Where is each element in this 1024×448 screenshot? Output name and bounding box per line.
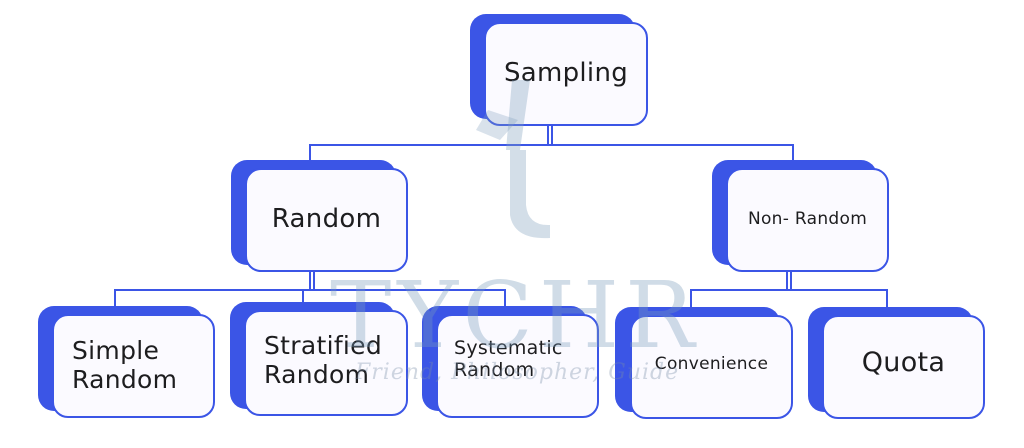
connector-to-stratified-random: [302, 289, 304, 309]
node-label: Simple Random: [72, 336, 178, 394]
connector-root-stem: [547, 124, 553, 146]
node-box: Quota: [822, 315, 985, 419]
connector-non-random-stem: [786, 270, 792, 290]
node-box: Convenience: [630, 315, 793, 419]
node-box: Sampling: [484, 22, 648, 126]
connector-to-simple-random: [114, 289, 116, 315]
connector-level1-horizontal: [309, 144, 794, 146]
node-label: Systematic Random: [454, 337, 563, 381]
node-label: Quota: [861, 347, 946, 378]
connector-non-random-horizontal: [690, 289, 888, 291]
connector-to-systematic-random: [504, 289, 506, 315]
connector-random-horizontal: [114, 289, 506, 291]
node-box: Random: [245, 168, 408, 272]
node-label: Convenience: [654, 354, 769, 374]
connector-to-random: [309, 144, 311, 168]
connector-to-non-random: [792, 144, 794, 168]
node-box: Systematic Random: [436, 314, 599, 418]
node-box: Stratified Random: [244, 310, 408, 416]
node-box: Simple Random: [52, 314, 215, 418]
node-box: Non- Random: [726, 168, 889, 272]
connector-random-stem: [309, 270, 315, 290]
connector-to-quota: [886, 289, 888, 315]
node-label: Sampling: [503, 58, 629, 89]
node-label: Stratified Random: [264, 331, 383, 389]
node-label: Non- Random: [747, 209, 868, 230]
connector-to-convenience: [690, 289, 692, 315]
node-label: Random: [271, 204, 382, 235]
